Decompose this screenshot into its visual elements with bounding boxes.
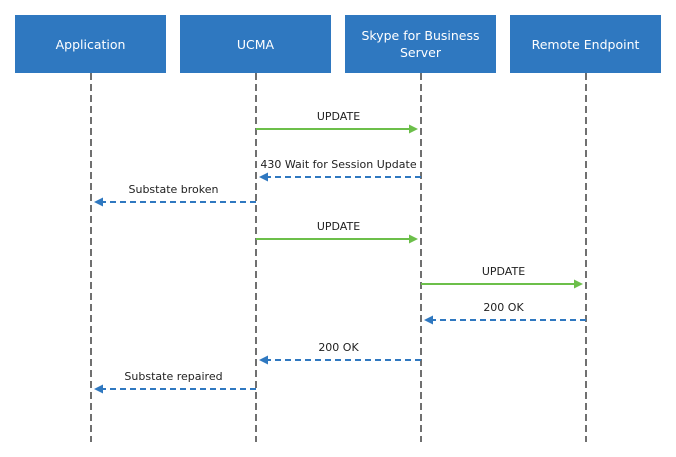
participant-application: Application xyxy=(15,15,166,73)
arrow-head xyxy=(94,197,103,207)
arrow-head xyxy=(94,384,103,394)
arrow-head xyxy=(424,315,433,325)
message-label: 430 Wait for Session Update xyxy=(260,158,416,171)
message-label: 200 OK xyxy=(318,341,359,354)
message-label: UPDATE xyxy=(317,110,360,123)
arrow-head xyxy=(259,172,268,182)
participant-remote-endpoint: Remote Endpoint xyxy=(510,15,661,73)
message-label: Substate broken xyxy=(128,183,218,196)
participant-skype-for-business-server: Skype for Business Server xyxy=(345,15,496,73)
message-label: Substate repaired xyxy=(124,370,222,383)
participant-label: Remote Endpoint xyxy=(531,36,640,52)
arrow-head xyxy=(409,124,418,134)
message-label: 200 OK xyxy=(483,301,524,314)
participant-label: Application xyxy=(55,36,126,52)
participant-label: UCMA xyxy=(236,36,275,52)
arrow-head xyxy=(574,279,583,289)
message-label: UPDATE xyxy=(317,220,360,233)
participant-label: Skype for Business Server xyxy=(361,28,480,60)
arrow-head xyxy=(409,234,418,244)
arrow-head xyxy=(259,355,268,365)
message-label: UPDATE xyxy=(482,265,525,278)
participant-ucma: UCMA xyxy=(180,15,331,73)
